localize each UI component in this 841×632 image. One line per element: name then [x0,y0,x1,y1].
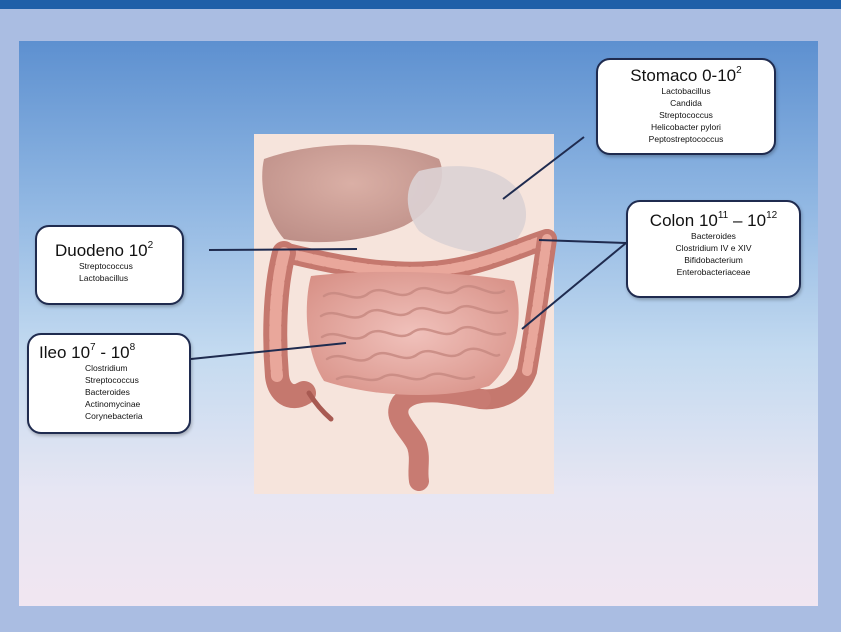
colon-title: Colon 1011 – 1012 [628,211,799,230]
top-accent-bar [0,0,841,9]
stomaco-leader [503,137,584,199]
colon-leader-lower [522,243,626,329]
stomaco-exponent: 2 [736,65,742,76]
colon-exponent-low: 11 [718,210,728,221]
list-item: Clostridium [85,362,189,374]
list-item: Lactobacillus [79,272,182,284]
colon-callout: Colon 1011 – 1012 Bacteroides Clostridiu… [626,200,801,298]
list-item: Bifidobacterium [628,254,799,266]
list-item: Enterobacteriaceae [628,266,799,278]
duodeno-name: Duodeno 10 [55,241,148,260]
ileo-callout: Ileo 107 - 108 Clostridium Streptococcus… [27,333,191,434]
ileo-species-list: Clostridium Streptococcus Bacteroides Ac… [29,362,189,422]
stomaco-title: Stomaco 0-102 [598,66,774,85]
duodeno-title: Duodeno 102 [37,241,182,260]
list-item: Lactobacillus [598,85,774,97]
list-item: Streptococcus [85,374,189,386]
list-item: Helicobacter pylori [598,121,774,133]
stomaco-species-list: Lactobacillus Candida Streptococcus Heli… [598,85,774,145]
colon-dash: – 10 [728,211,766,230]
ileo-leader [191,343,346,359]
colon-species-list: Bacteroides Clostridium IV e XIV Bifidob… [628,230,799,278]
stomaco-name: Stomaco 0-10 [630,66,736,85]
list-item: Corynebacteria [85,410,189,422]
duodeno-exponent: 2 [148,240,154,251]
list-item: Bacteroides [85,386,189,398]
stomaco-callout: Stomaco 0-102 Lactobacillus Candida Stre… [596,58,776,155]
duodeno-leader [209,249,357,250]
ileo-title: Ileo 107 - 108 [29,343,189,362]
ileo-dash: - 10 [96,343,130,362]
colon-leader-upper [539,240,626,243]
duodeno-species-list: Streptococcus Lactobacillus [37,260,182,284]
colon-name: Colon 10 [650,211,718,230]
ileo-name: Ileo 10 [39,343,90,362]
list-item: Peptostreptococcus [598,133,774,145]
list-item: Clostridium IV e XIV [628,242,799,254]
list-item: Actinomycinae [85,398,189,410]
list-item: Streptococcus [598,109,774,121]
list-item: Streptococcus [79,260,182,272]
ileo-exponent-high: 8 [130,342,136,353]
duodeno-callout: Duodeno 102 Streptococcus Lactobacillus [35,225,184,305]
list-item: Bacteroides [628,230,799,242]
colon-exponent-high: 12 [766,210,777,221]
list-item: Candida [598,97,774,109]
